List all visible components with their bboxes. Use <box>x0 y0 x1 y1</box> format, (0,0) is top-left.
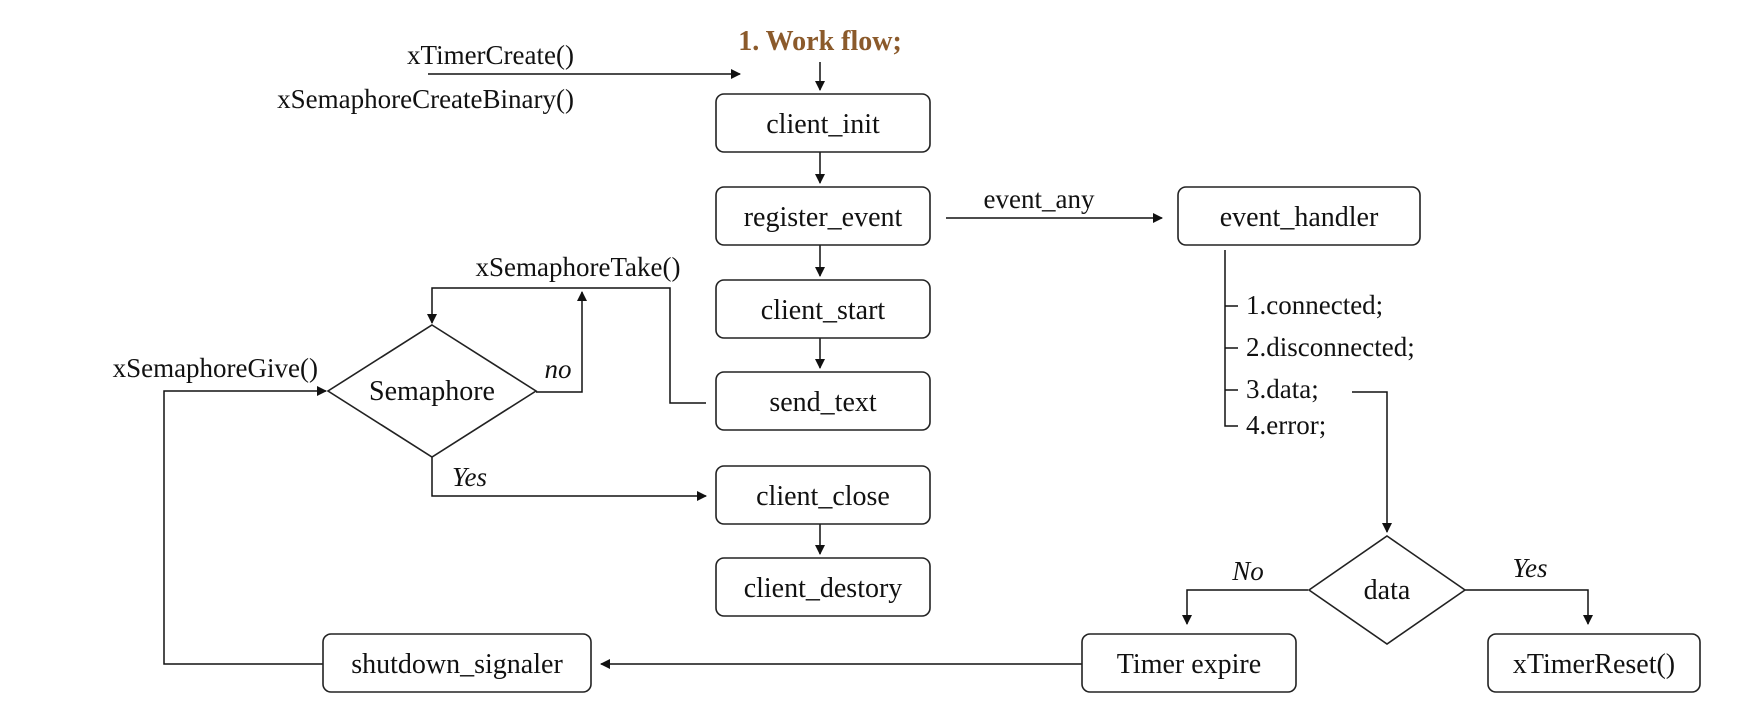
edge-shutdown-signaler-give <box>163 386 327 665</box>
decision-semaphore-label: Semaphore <box>369 376 495 407</box>
label-semaphore-yes: Yes <box>452 462 487 492</box>
node-event-handler: event_handler <box>1177 186 1421 246</box>
label-xsemaphore-give: xSemaphoreGive() <box>113 353 318 383</box>
edge-data-no-to-timer-expire <box>1182 589 1308 625</box>
node-register-event: register_event <box>715 186 931 246</box>
node-send-text: send_text <box>715 371 931 431</box>
edge-event-list-bracket <box>1224 250 1238 427</box>
edge-send-text-take <box>427 287 706 404</box>
event-item-disconnected: 2.disconnected; <box>1246 332 1415 362</box>
edge-data-yes-to-xtimer-reset <box>1465 589 1593 625</box>
node-timer-expire: Timer expire <box>1081 633 1297 693</box>
edge-semaphore-no <box>536 291 587 393</box>
decision-semaphore: Semaphore <box>326 324 538 458</box>
label-semaphore-no: no <box>545 354 572 384</box>
node-client-close-label: client_close <box>756 481 890 512</box>
node-client-destory: client_destory <box>715 557 931 617</box>
node-client-close: client_close <box>715 465 931 525</box>
event-item-error: 4.error; <box>1246 410 1326 440</box>
node-shutdown-signaler: shutdown_signaler <box>322 633 592 693</box>
node-timer-expire-label: Timer expire <box>1117 649 1261 680</box>
node-client-destory-label: client_destory <box>744 573 903 604</box>
label-xtimer-create: xTimerCreate() <box>407 40 574 70</box>
node-client-init-label: client_init <box>766 109 880 140</box>
node-client-start-label: client_start <box>761 295 886 326</box>
node-client-init: client_init <box>715 93 931 153</box>
edges <box>163 62 1593 669</box>
node-register-event-label: register_event <box>744 202 903 233</box>
event-item-data: 3.data; <box>1246 374 1319 404</box>
label-xsemaphore-take: xSemaphoreTake() <box>475 252 680 282</box>
node-event-handler-label: event_handler <box>1220 202 1379 233</box>
decision-data-label: data <box>1364 575 1411 606</box>
decision-data: data <box>1307 535 1467 645</box>
label-xsemaphore-create-binary: xSemaphoreCreateBinary() <box>277 84 574 114</box>
node-xtimer-reset-label: xTimerReset() <box>1513 649 1675 680</box>
label-event-any: event_any <box>984 184 1095 214</box>
node-client-start: client_start <box>715 279 931 339</box>
label-data-no: No <box>1231 556 1264 586</box>
diagram-title: 1. Work flow; <box>738 26 902 57</box>
node-send-text-label: send_text <box>769 387 877 418</box>
event-item-connected: 1.connected; <box>1246 290 1383 320</box>
edge-data-event-to-decision <box>1352 391 1392 533</box>
node-shutdown-signaler-label: shutdown_signaler <box>351 649 563 680</box>
label-data-yes: Yes <box>1512 553 1547 583</box>
edge-semaphore-yes-to-client-close <box>431 456 707 501</box>
node-xtimer-reset: xTimerReset() <box>1487 633 1701 693</box>
